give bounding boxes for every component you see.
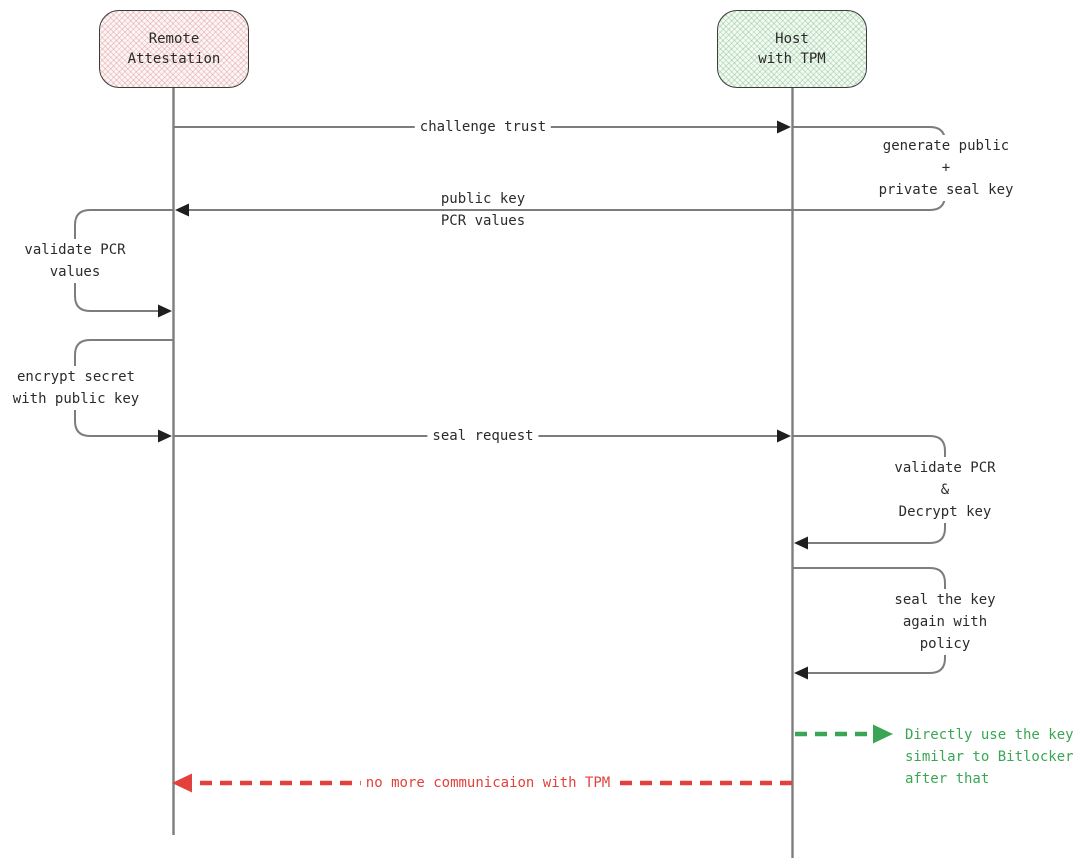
no-more-comm-arrowhead-icon — [172, 773, 192, 793]
encrypt-secret-arrowhead-icon — [158, 429, 172, 443]
direct-use-arrowhead-icon — [873, 724, 893, 744]
public-key-pcr-label: public key PCR values — [440, 191, 526, 229]
no-more-comm-label: no more communicaion with TPM — [360, 772, 616, 794]
seal-again-label: seal the key again with policy — [871, 589, 1019, 655]
challenge-trust-arrowhead-icon — [777, 120, 791, 134]
challenge-trust-label: challenge trust — [414, 116, 552, 138]
direct-use-label: Directly use the key similar to Bitlocke… — [905, 727, 1074, 787]
actor-host-with-tpm-label: Host with TPM — [758, 31, 826, 67]
generate-seal-key-label: generate public + private seal key — [873, 135, 1019, 201]
validate-pcr-arrowhead-icon — [158, 304, 172, 318]
validate-pcr-label: validate PCR values — [19, 239, 131, 283]
actor-remote-attestation: Remote Attestation — [99, 10, 249, 88]
seal-request-label: seal request — [427, 425, 539, 447]
validate-decrypt-label: validate PCR & Decrypt key — [889, 457, 1001, 523]
public-key-arrowhead-icon — [175, 203, 189, 217]
validate-decrypt-arrowhead-icon — [794, 536, 808, 550]
seal-request-arrowhead-icon — [777, 429, 791, 443]
encrypt-secret-label: encrypt secret with public key — [7, 366, 145, 410]
seal-again-arrowhead-icon — [794, 666, 808, 680]
actor-remote-attestation-label: Remote Attestation — [127, 31, 221, 67]
actor-host-with-tpm: Host with TPM — [717, 10, 867, 88]
